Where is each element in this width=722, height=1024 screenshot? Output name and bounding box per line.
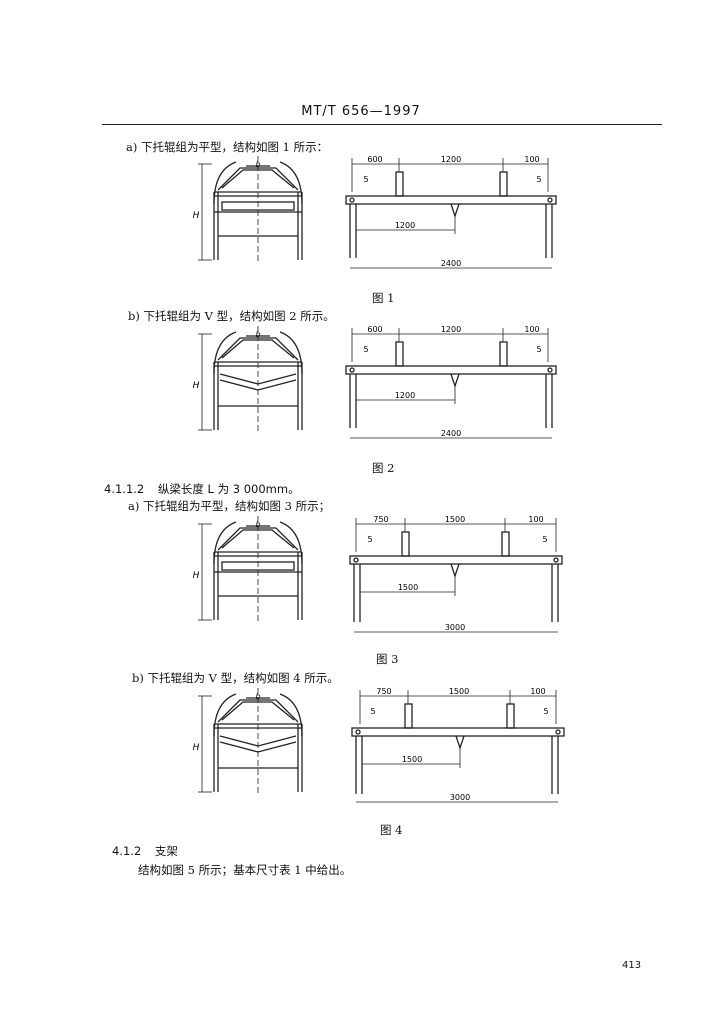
cross-section-view: [198, 688, 303, 796]
item-b-figure-4: b) 下托辊组为 V 型，结构如图 4 所示。: [132, 671, 339, 685]
section-number: 4.1.1.2: [104, 482, 145, 496]
header-rule: [102, 124, 662, 125]
dim-right-small: 5: [543, 707, 548, 716]
dim-right-small: 5: [536, 345, 541, 354]
standard-number: MT/T 656—1997: [301, 104, 421, 119]
dim-mid: 1500: [402, 755, 422, 764]
figure-2-drawing: b H 600 1200 100 5 5 1200 2400: [193, 325, 557, 439]
dim-top-mid: 1200: [441, 325, 461, 334]
page-number: 413: [622, 960, 642, 971]
cross-section-view: [198, 156, 303, 264]
dim-top-left: 750: [376, 687, 391, 696]
dim-mid: 1200: [395, 391, 415, 400]
dim-h-label: H: [193, 211, 200, 221]
dim-left-small: 5: [363, 175, 368, 184]
item-a-figure-3: a) 下托辊组为平型，结构如图 3 所示；: [128, 499, 331, 513]
figure-3-caption: 图 3: [376, 652, 399, 666]
cross-section-view: [198, 516, 303, 624]
figure-4-drawing: b H 750 1500 100 5 5 1500 3000: [193, 687, 565, 803]
side-view: [345, 328, 557, 439]
dim-b-label: b: [255, 520, 260, 529]
dim-b-label: b: [255, 160, 260, 169]
dim-total: 2400: [441, 429, 461, 438]
dim-top-mid: 1500: [445, 515, 465, 524]
side-view: [345, 158, 557, 269]
dim-left-small: 5: [367, 535, 372, 544]
figure-3-drawing: b H 750 1500 100 5 5 1500 3000: [193, 515, 563, 633]
dim-top-mid: 1500: [449, 687, 469, 696]
figure-1-drawing: b H 600 1200 100 5 5 1200 2400: [193, 155, 557, 269]
dim-h-label: H: [193, 571, 200, 581]
dim-h-label: H: [193, 743, 200, 753]
dim-top-right: 100: [524, 155, 539, 164]
item-b-figure-2: b) 下托辊组为 V 型，结构如图 2 所示。: [128, 309, 335, 323]
dim-top-mid: 1200: [441, 155, 461, 164]
figure-2-caption: 图 2: [372, 461, 395, 475]
dim-left-small: 5: [363, 345, 368, 354]
item-a-figure-1: a) 下托辊组为平型，结构如图 1 所示：: [126, 140, 329, 154]
section-4-1-1-2: 4.1.1.2 纵梁长度 L 为 3 000mm。: [104, 481, 300, 497]
figure-1-caption: 图 1: [372, 291, 395, 305]
section-4-1-2: 4.1.2 支架: [112, 843, 178, 859]
dim-b-label: b: [255, 330, 260, 339]
dim-top-right: 100: [530, 687, 545, 696]
dim-top-right: 100: [524, 325, 539, 334]
section-title: 支架: [154, 844, 178, 858]
side-view: [349, 518, 563, 633]
dim-right-small: 5: [536, 175, 541, 184]
dim-mid: 1200: [395, 221, 415, 230]
dim-mid: 1500: [398, 583, 418, 592]
dim-b-label: b: [255, 692, 260, 701]
dim-top-left: 600: [367, 155, 382, 164]
dim-top-right: 100: [528, 515, 543, 524]
side-view: [351, 690, 565, 803]
section-number: 4.1.2: [112, 844, 142, 858]
body-paragraph: 结构如图 5 所示；基本尺寸表 1 中给出。: [138, 863, 352, 877]
dim-right-small: 5: [542, 535, 547, 544]
dim-total: 3000: [445, 623, 465, 632]
dim-total: 3000: [450, 793, 470, 802]
dim-left-small: 5: [370, 707, 375, 716]
dim-total: 2400: [441, 259, 461, 268]
cross-section-view: [198, 326, 303, 434]
section-title: 纵梁长度 L 为 3 000mm。: [157, 482, 300, 496]
dim-h-label: H: [193, 381, 200, 391]
dim-top-left: 600: [367, 325, 382, 334]
dim-top-left: 750: [373, 515, 388, 524]
figure-4-caption: 图 4: [380, 823, 403, 837]
